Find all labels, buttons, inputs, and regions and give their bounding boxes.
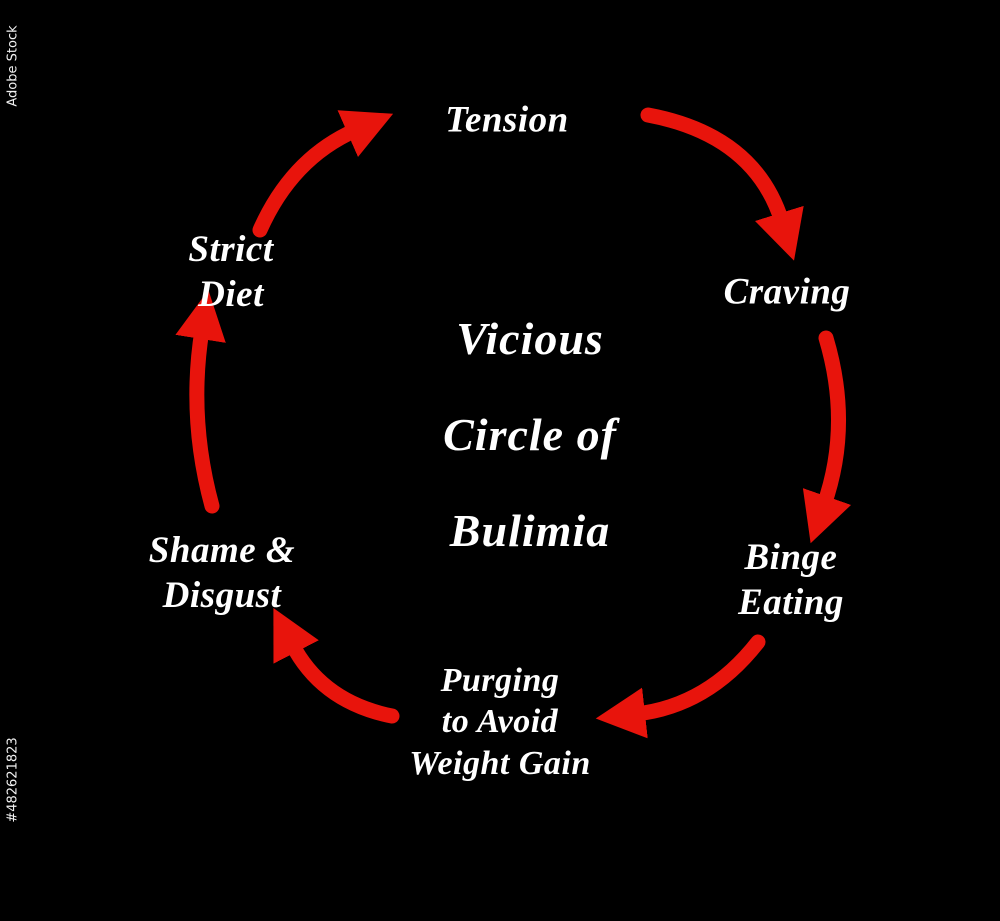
watermark-id: #482621823: [5, 737, 21, 823]
diagram-title-line-2: Circle of: [443, 409, 617, 460]
node-craving: Craving: [723, 271, 851, 313]
node-binge-eating: Binge Eating: [738, 536, 844, 623]
arrow-craving-to-binge-icon: [802, 330, 852, 544]
arrow-binge-to-purging-icon: [595, 634, 766, 739]
watermark-brand: Adobe Stock: [5, 25, 21, 107]
diagram-title-line-1: Vicious: [456, 313, 604, 364]
node-strict-diet: Strict Diet: [188, 228, 274, 315]
node-tension: Tension: [445, 99, 569, 141]
arrow-shame-to-strict-icon: [175, 290, 226, 514]
diagram-title: Vicious Circle of Bulimia: [443, 316, 617, 554]
node-shame-disgust: Shame & Disgust: [148, 529, 296, 616]
arrow-tension-to-craving-icon: [640, 107, 804, 261]
arrow-purging-to-shame-icon: [273, 608, 400, 724]
node-purging: Purging to Avoid Weight Gain: [409, 661, 591, 782]
arrow-strict-to-tension-icon: [252, 110, 394, 238]
diagram-title-line-3: Bulimia: [449, 505, 611, 556]
